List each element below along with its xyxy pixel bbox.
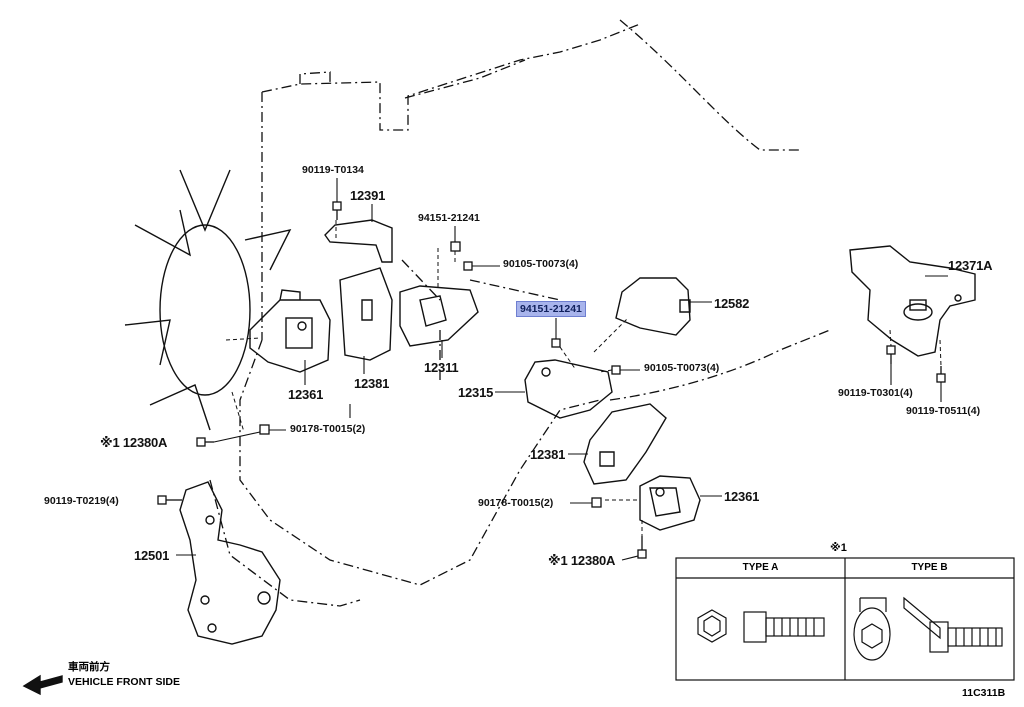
label-90119-T0301[interactable]: 90119-T0301(4): [838, 387, 913, 399]
rear-support: [849, 245, 976, 357]
label-12315[interactable]: 12315: [458, 385, 494, 400]
heat-shield-right: [615, 277, 691, 336]
bracket-12311: [399, 285, 479, 347]
bracket-12315: [524, 359, 613, 419]
diagram-code: 11C311B: [962, 687, 1006, 699]
vehicle-front-jp: 車両前方: [68, 661, 110, 673]
fastener-types-inset: [675, 557, 1015, 681]
leader-lines: [176, 178, 948, 561]
support-12501: [179, 481, 281, 645]
label-12311[interactable]: 12311: [424, 360, 459, 375]
heat-shield: [324, 219, 393, 263]
label-12582[interactable]: 12582: [714, 296, 750, 311]
engine-mount-left: [249, 289, 331, 373]
label-12501[interactable]: 12501: [134, 548, 170, 563]
label-90178-T0015-top[interactable]: 90178-T0015(2): [290, 423, 366, 435]
label-90119-T0219[interactable]: 90119-T0219(4): [44, 495, 119, 507]
label-12380A-left[interactable]: ※1 12380A: [100, 435, 168, 450]
label-12380A-right[interactable]: ※1 12380A: [548, 553, 616, 568]
label-94151-21241-top[interactable]: 94151-21241: [418, 212, 480, 224]
engine-mount-right: [639, 475, 701, 531]
label-12381-right[interactable]: 12381: [530, 447, 566, 462]
engine-outline: [209, 19, 831, 607]
type-a-caption: TYPE A: [742, 562, 779, 573]
label-90119-T0511[interactable]: 90119-T0511(4): [906, 405, 981, 417]
label-90105-T0073-mid[interactable]: 90105-T0073(4): [644, 362, 720, 374]
insulator-left: [339, 267, 393, 361]
bolts: [157, 201, 946, 559]
label-12371A[interactable]: 12371A: [948, 258, 993, 273]
label-12391[interactable]: 12391: [350, 188, 386, 203]
type-b-caption: TYPE B: [911, 562, 948, 573]
cooling-fan: [124, 169, 292, 431]
label-12361-left[interactable]: 12361: [288, 387, 324, 402]
label-90178-T0015-bot[interactable]: 90178-T0015(2): [478, 497, 554, 509]
label-90105-T0073-top[interactable]: 90105-T0073(4): [503, 258, 579, 270]
label-12361-right[interactable]: 12361: [724, 489, 760, 504]
inset-note: ※1: [830, 542, 847, 554]
assembly-lines: [225, 220, 942, 536]
vehicle-front-en: VEHICLE FRONT SIDE: [68, 676, 181, 688]
label-12381-left[interactable]: 12381: [354, 376, 390, 391]
front-arrow-icon: [22, 674, 63, 696]
label-90119-T0134[interactable]: 90119-T0134: [302, 164, 364, 176]
label-94151-21241-highlighted[interactable]: 94151-21241: [516, 301, 586, 317]
insulator-right: [583, 403, 667, 485]
